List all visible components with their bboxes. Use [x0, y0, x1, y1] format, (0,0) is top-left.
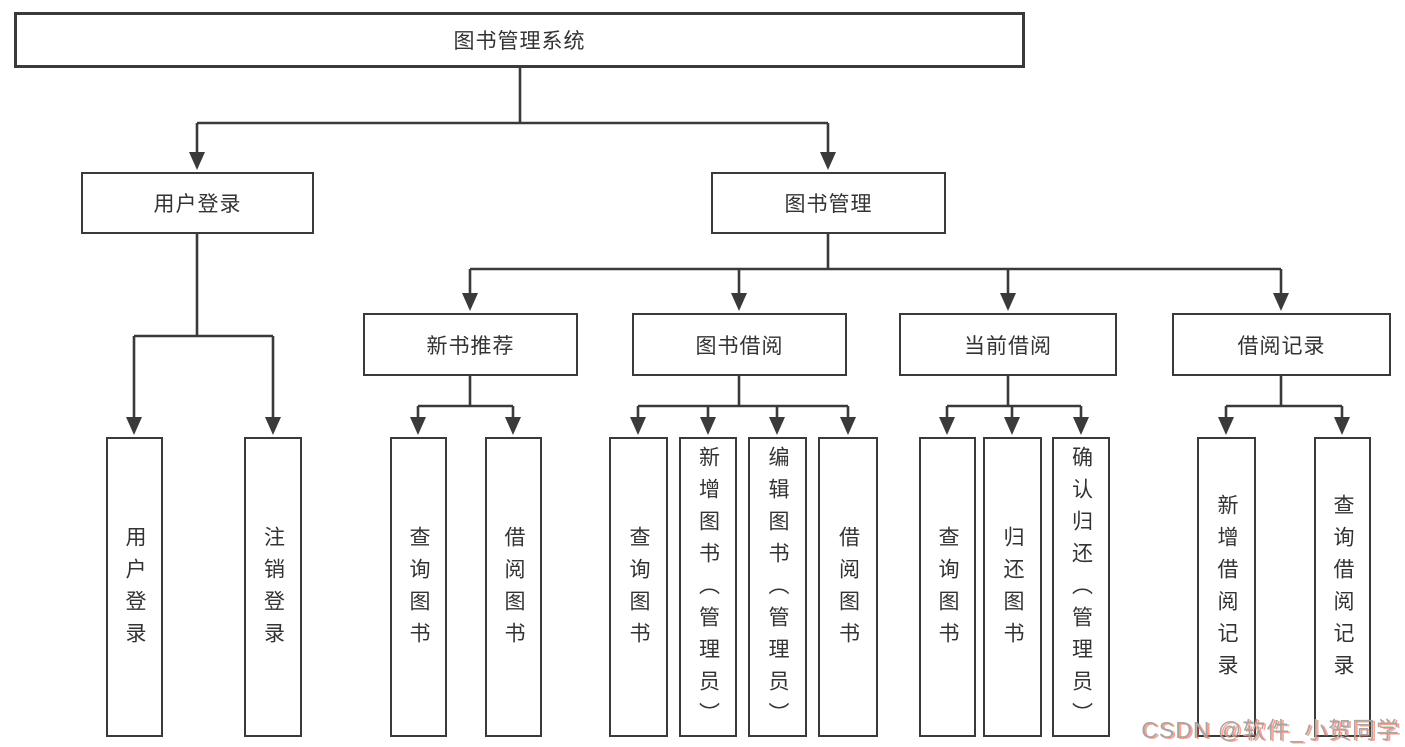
- leaf-logout: 注销登录: [244, 437, 302, 737]
- node-book-borrow: 图书借阅: [632, 313, 847, 376]
- node-book-management: 图书管理: [711, 172, 946, 234]
- leaf-query-books-1: 查询图书: [390, 437, 447, 737]
- csdn-watermark: CSDN @软件_小贺同学: [1141, 717, 1400, 743]
- leaf-confirm-return-admin: 确认归还（管理员）: [1052, 437, 1110, 737]
- node-current-borrow: 当前借阅: [899, 313, 1117, 376]
- leaf-query-borrow-record: 查询借阅记录: [1314, 437, 1371, 737]
- leaf-return-books: 归还图书: [983, 437, 1042, 737]
- leaf-borrow-books-1: 借阅图书: [485, 437, 542, 737]
- leaf-query-books-2: 查询图书: [609, 437, 668, 737]
- leaf-borrow-books-2: 借阅图书: [818, 437, 878, 737]
- leaf-user-login: 用户登录: [106, 437, 163, 737]
- node-user-login: 用户登录: [81, 172, 314, 234]
- leaf-edit-books-admin: 编辑图书（管理员）: [748, 437, 807, 737]
- node-new-book-recommend: 新书推荐: [363, 313, 578, 376]
- leaf-query-books-3: 查询图书: [919, 437, 976, 737]
- leaf-add-borrow-record: 新增借阅记录: [1197, 437, 1256, 737]
- leaf-add-books-admin: 新增图书（管理员）: [679, 437, 737, 737]
- node-root: 图书管理系统: [14, 12, 1025, 68]
- node-borrow-records: 借阅记录: [1172, 313, 1391, 376]
